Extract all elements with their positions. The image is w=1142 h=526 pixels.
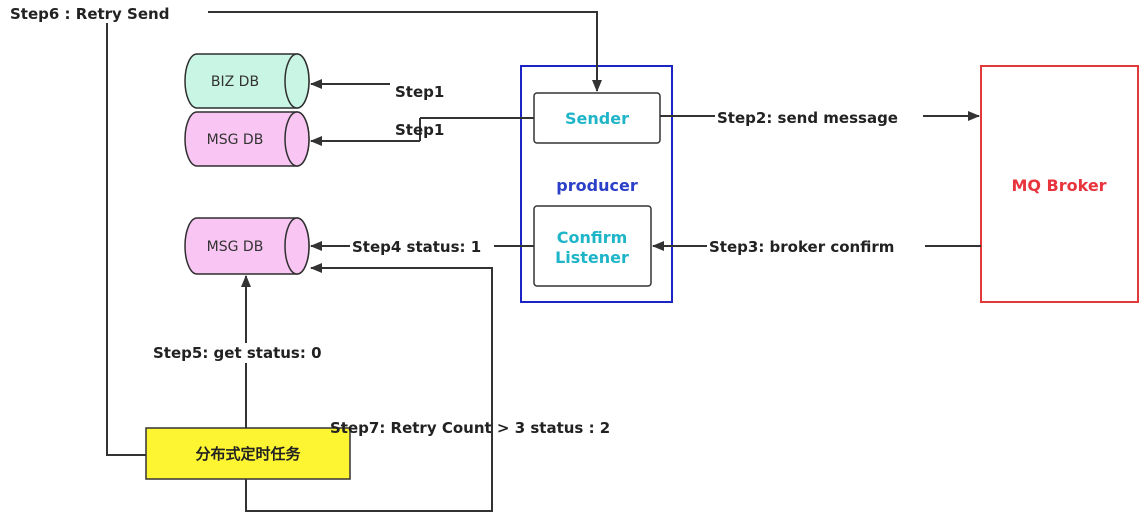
step2-label: Step2: send message [717, 109, 898, 127]
step4-label-bg [350, 237, 494, 257]
step6-label-bg [96, 3, 208, 23]
step1-biz-label: Step1 [395, 83, 444, 101]
msg-db-top-label: MSG DB [207, 132, 264, 148]
step2-label-bg [715, 106, 923, 126]
step7-label: Step7: Retry Count > 3 status : 2 [330, 419, 610, 437]
confirm-listener-label-line2: Listener [555, 248, 629, 267]
biz-db-cylinder: BIZ DB [184, 53, 310, 109]
scheduled-task-box [145, 427, 351, 480]
biz-db-label: BIZ DB [211, 74, 259, 90]
msg-db-top-cylinder: MSG DB [184, 111, 310, 167]
scheduled-task-label: 分布式定时任务 [195, 445, 301, 463]
msg-db-bottom-cylinder: MSG DB [184, 217, 310, 275]
step3-label: Step3: broker confirm [709, 238, 894, 256]
confirm-listener-label-line1: Confirm [557, 228, 628, 247]
step5-label-bg [150, 343, 346, 363]
step1-msg-label: Step1 [395, 121, 444, 139]
producer-label: producer [556, 176, 638, 195]
step6-arrow [106, 11, 602, 456]
msg-db-bottom-label: MSG DB [207, 239, 264, 255]
step6-label: Step6 : Retry Send [10, 5, 169, 23]
mq-broker-label: MQ Broker [1011, 176, 1106, 195]
step4-label: Step4 status: 1 [352, 238, 481, 256]
mq-broker-box [980, 65, 1139, 303]
sender-label: Sender [565, 109, 629, 128]
step3-label-bg [707, 237, 925, 257]
step5-label: Step5: get status: 0 [153, 344, 322, 362]
step7-arrow [245, 263, 493, 512]
